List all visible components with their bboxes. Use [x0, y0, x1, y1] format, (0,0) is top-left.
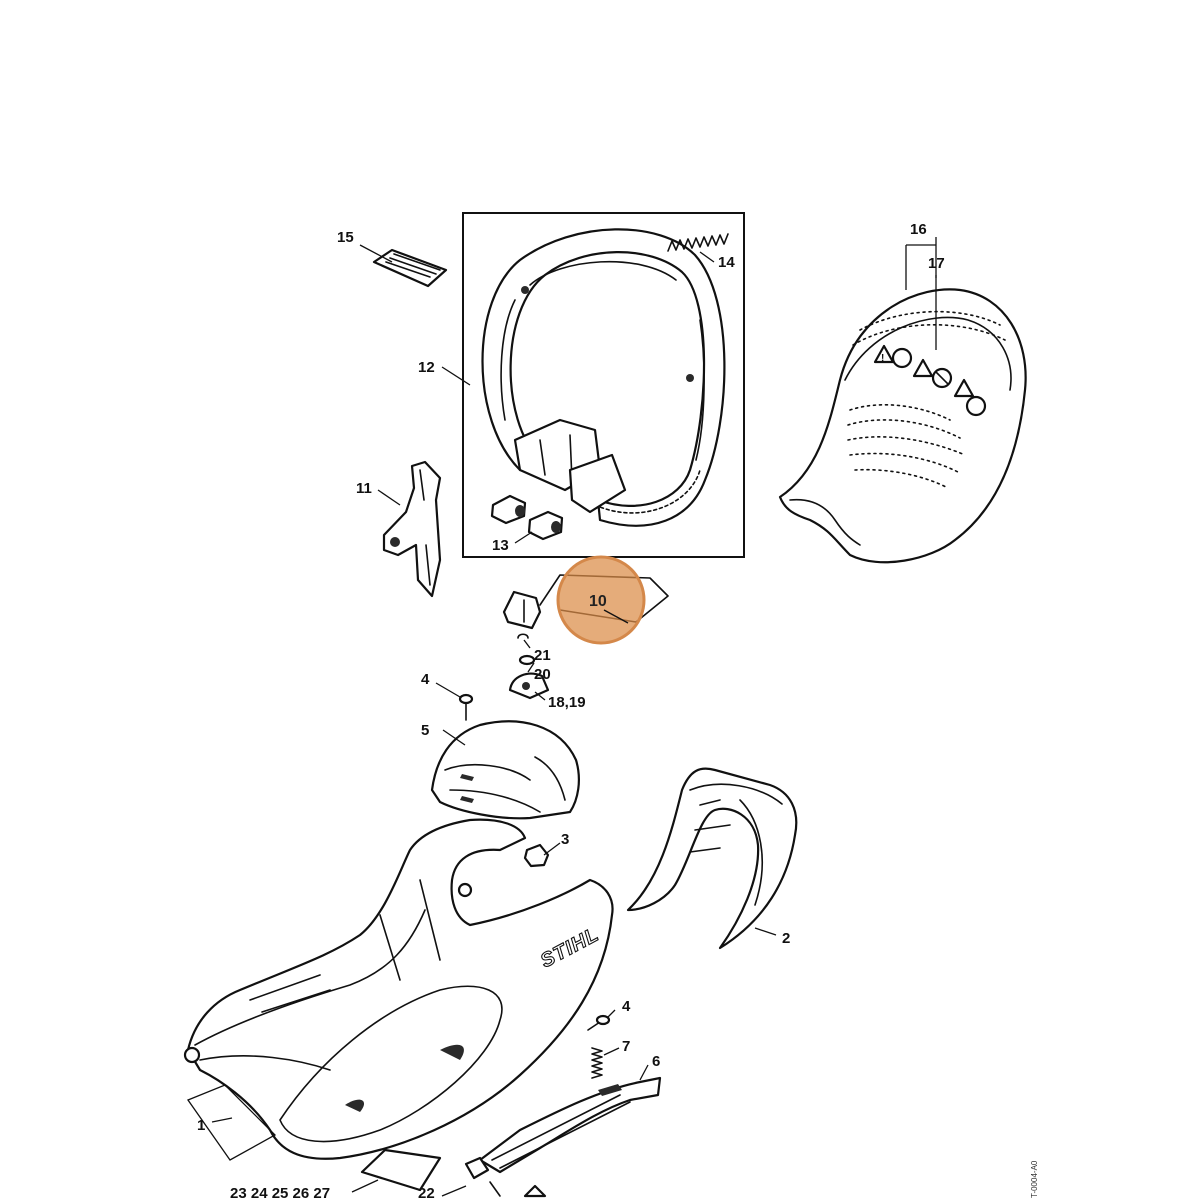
part-label-6[interactable]: 6	[652, 1053, 660, 1070]
part-label-12[interactable]: 12	[418, 359, 435, 376]
part-label-20[interactable]: 20	[534, 666, 551, 683]
housing-shell-right[interactable]	[626, 767, 798, 950]
screw-bottom[interactable]	[489, 1181, 547, 1198]
part-label-13[interactable]: 13	[492, 537, 509, 554]
sticker-plate[interactable]	[372, 248, 448, 288]
highlight-part-10[interactable]: 10	[556, 555, 646, 645]
drawing-code: T-0004-A0	[1030, 1160, 1039, 1198]
part-label-18-19[interactable]: 18,19	[548, 694, 586, 711]
part-label-10: 10	[589, 593, 607, 610]
handle-bracket[interactable]	[382, 460, 442, 598]
part-label-5[interactable]: 5	[421, 722, 429, 739]
housing-cap[interactable]	[430, 720, 580, 820]
clip[interactable]	[523, 843, 550, 868]
cover-grille	[847, 310, 1006, 489]
part-label-4-upper[interactable]: 4	[421, 671, 430, 688]
switch-lever[interactable]	[464, 1076, 662, 1180]
svg-text:!: !	[881, 353, 884, 364]
part-label-14[interactable]: 14	[718, 254, 735, 271]
main-housing[interactable]: STIHL	[183, 818, 614, 1160]
part-label-2[interactable]: 2	[782, 930, 790, 947]
part-label-15[interactable]: 15	[337, 229, 354, 246]
part-label-3[interactable]: 3	[561, 831, 569, 848]
part-label-1[interactable]: 1	[197, 1117, 205, 1134]
part-label-23-27[interactable]: 23 24 25 26 27	[230, 1185, 330, 1200]
part-label-17[interactable]: 17	[928, 255, 945, 272]
part-label-11[interactable]: 11	[356, 480, 372, 497]
motor-cover[interactable]: !	[778, 288, 1027, 564]
screw-upper[interactable]	[458, 693, 474, 721]
part-label-7[interactable]: 7	[622, 1038, 630, 1055]
switch-knob[interactable]	[508, 672, 550, 700]
label-plate[interactable]	[360, 1148, 442, 1192]
handle-bushes[interactable]	[490, 494, 564, 541]
spring-lower[interactable]	[591, 1047, 603, 1079]
front-handle-loop[interactable]	[481, 228, 726, 527]
warning-symbols: !	[873, 344, 987, 417]
part-label-21[interactable]: 21	[534, 647, 551, 664]
retaining-ring[interactable]	[517, 633, 529, 639]
part-number-labels: 15 14 12 13 16 17 11 21 20 18,19 4 5 3 2…	[197, 221, 945, 1200]
part-label-22[interactable]: 22	[418, 1185, 435, 1200]
washer[interactable]	[518, 654, 536, 666]
part-label-16[interactable]: 16	[910, 221, 927, 238]
part-label-4-lower[interactable]: 4	[622, 998, 631, 1015]
leader-lines	[186, 237, 937, 1197]
screw-lower[interactable]	[587, 1014, 611, 1031]
spring[interactable]	[667, 233, 729, 252]
